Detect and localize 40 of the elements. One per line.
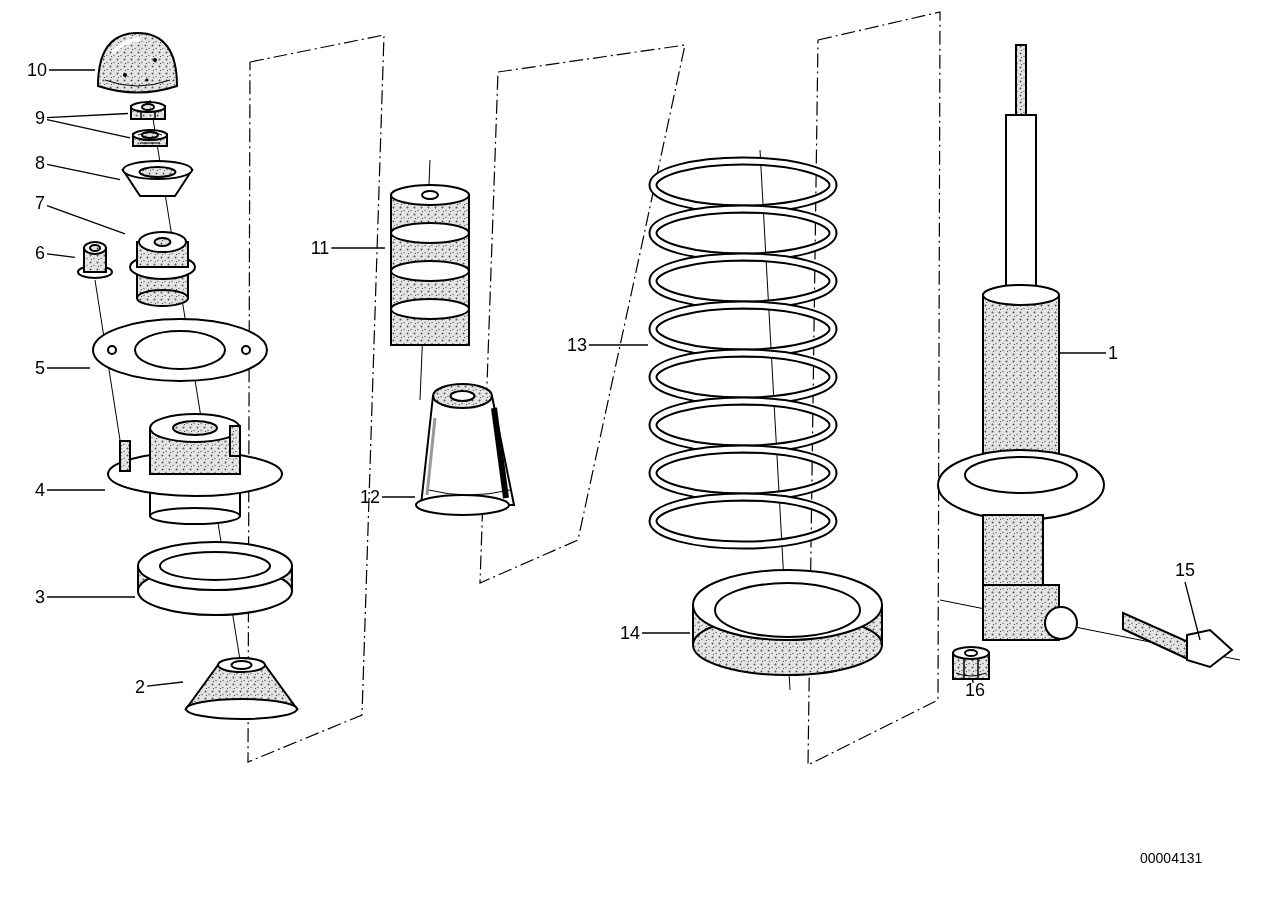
callout-number: 5	[35, 358, 45, 378]
callout-number: 16	[965, 680, 985, 700]
callout-number: 8	[35, 153, 45, 173]
callout-number: 3	[35, 587, 45, 607]
callout-number: 11	[310, 238, 330, 258]
flange-nut-drawing	[75, 240, 115, 280]
cup-washer-drawing	[120, 158, 195, 200]
leader-line	[46, 596, 136, 598]
leader-line	[46, 112, 129, 119]
leader-line	[46, 163, 121, 181]
leader-line	[1059, 352, 1107, 354]
leader-line	[1184, 581, 1201, 641]
leader-line	[330, 247, 386, 249]
callout-number: 7	[35, 193, 45, 213]
bump-cap-drawing	[183, 655, 300, 721]
nut-drawing	[950, 645, 992, 683]
callout-number: 13	[567, 335, 587, 355]
callout-number: 10	[27, 60, 47, 80]
callout-number: 14	[620, 623, 640, 643]
callout-number: 4	[35, 480, 45, 500]
callout-number: 12	[360, 487, 380, 507]
leader-line	[46, 118, 131, 139]
callout-number: 9	[35, 108, 45, 128]
leader-line	[48, 69, 96, 71]
washer-drawing	[130, 128, 170, 150]
leader-line	[46, 253, 76, 259]
leader-line	[381, 496, 416, 498]
leader-line	[588, 344, 649, 346]
leader-line	[971, 677, 974, 684]
part-number-text: 00004131	[1140, 850, 1203, 866]
callout-number: 15	[1175, 560, 1195, 580]
callout-number: 6	[35, 243, 45, 263]
callout-number: 1	[1108, 343, 1118, 363]
shock-absorber-drawing	[935, 45, 1107, 643]
leader-line	[46, 489, 106, 491]
leader-line	[46, 367, 91, 369]
leader-line	[46, 204, 126, 235]
leader-line	[146, 681, 184, 687]
support-plate-drawing	[90, 315, 270, 385]
callout-number: 2	[135, 677, 145, 697]
